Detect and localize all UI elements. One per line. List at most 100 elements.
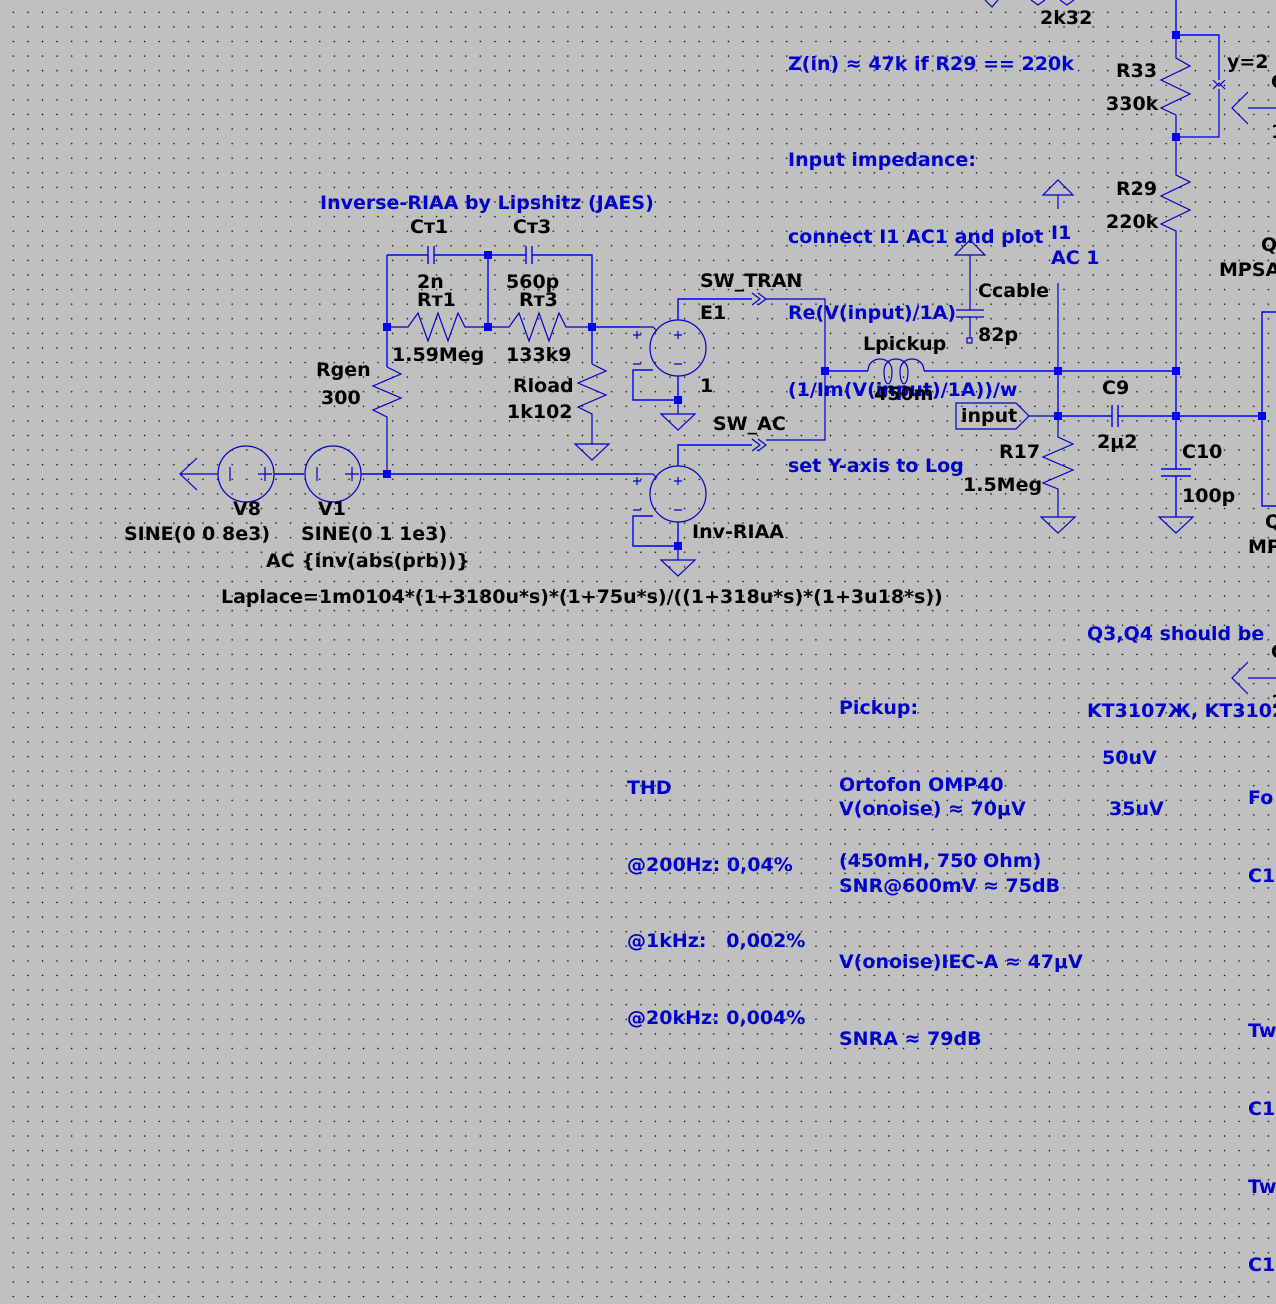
ccable-name[interactable]: Ccable bbox=[978, 280, 1050, 302]
feedback-chain bbox=[984, 0, 1276, 695]
rt3-name[interactable]: Rт3 bbox=[519, 289, 558, 311]
rload-name[interactable]: Rload bbox=[513, 375, 574, 397]
laplace-expression[interactable]: Laplace=1m0104*(1+3180u*s)*(1+75u*s)/((1… bbox=[221, 586, 943, 608]
edge-line: C1 bbox=[1248, 865, 1276, 887]
edge-line: C1 bbox=[1248, 1254, 1276, 1276]
sw-ac-label[interactable]: SW_AC bbox=[713, 413, 786, 435]
pickup-note: Pickup: Ortofon OMP40 (450mH, 750 Ohm) bbox=[839, 645, 1041, 900]
r33-name[interactable]: R33 bbox=[1116, 60, 1158, 82]
r17-name[interactable]: R17 bbox=[999, 441, 1041, 463]
riaa-network bbox=[371, 246, 640, 474]
c10-ground-icon bbox=[1157, 516, 1195, 534]
rload-value[interactable]: 1k102 bbox=[507, 401, 573, 423]
v1-name[interactable]: V1 bbox=[318, 498, 346, 520]
edge-frag: 1 bbox=[1271, 120, 1276, 145]
ct1-name[interactable]: Cт1 bbox=[410, 216, 449, 238]
impedance-line: Re(V(input)/1A) bbox=[788, 302, 957, 324]
edge-frag: 1 bbox=[1271, 690, 1276, 715]
rt1-name[interactable]: Rт1 bbox=[417, 289, 456, 311]
i1-name[interactable]: I1 bbox=[1051, 222, 1072, 244]
c9-value[interactable]: 2μ2 bbox=[1097, 431, 1138, 453]
impedance-line: connect I1 AC1 and plot bbox=[788, 225, 1044, 248]
schematic-wires bbox=[179, 0, 1276, 695]
c10-value[interactable]: 100p bbox=[1182, 485, 1236, 507]
impedance-line: set Y-axis to Log bbox=[788, 455, 964, 477]
sources bbox=[179, 445, 640, 503]
r17-value[interactable]: 1.5Meg bbox=[963, 474, 1043, 496]
rt3-value[interactable]: 133k9 bbox=[506, 344, 572, 366]
noise-line: V(onoise) ≈ 70μV bbox=[839, 798, 1026, 820]
c10-name[interactable]: C10 bbox=[1182, 441, 1223, 463]
ct1-value[interactable]: 2n bbox=[417, 271, 444, 293]
rt1-value[interactable]: 1.59Meg bbox=[392, 344, 485, 366]
e1-value[interactable]: 1 bbox=[700, 375, 714, 397]
q-top-model[interactable]: MPSA bbox=[1219, 259, 1276, 281]
input-net-label[interactable]: input bbox=[961, 405, 1018, 427]
lpickup-value[interactable]: 450m bbox=[874, 383, 934, 405]
thd-note: THD @200Hz: 0,04% @1kHz: 0,002% @20kHz: … bbox=[627, 725, 805, 1057]
ct3-plates bbox=[525, 246, 533, 264]
noise-note: V(onoise) ≈ 70μV SNR@600mV ≈ 75dB V(onoi… bbox=[839, 746, 1083, 1078]
impedance-note: Input impedance: connect I1 AC1 and plot… bbox=[788, 97, 1043, 505]
edge-note: Fo C1 Tw C1 Tw C1 bbox=[1248, 733, 1276, 1304]
thd-line: THD bbox=[627, 777, 672, 799]
controlled-sources bbox=[632, 292, 868, 577]
noise-alt-1: 50uV bbox=[1102, 747, 1157, 769]
edge-line: Tw bbox=[1248, 1176, 1276, 1198]
sw-tran-label[interactable]: SW_TRAN bbox=[700, 270, 803, 292]
rload-ground-icon bbox=[573, 443, 611, 461]
ground-left-icon bbox=[179, 457, 218, 491]
rt1-zigzag bbox=[387, 311, 488, 343]
thd-line: @1kHz: 0,002% bbox=[627, 930, 806, 952]
noise-line: SNRA ≈ 79dB bbox=[839, 1027, 982, 1050]
transistor-line: Q3,Q4 should be bbox=[1087, 623, 1265, 645]
r17-zigzag bbox=[1041, 416, 1075, 517]
i1-value[interactable]: AC 1 bbox=[1051, 247, 1100, 269]
inv-riaa-name[interactable]: Inv-RIAA bbox=[692, 521, 784, 543]
edge-line: Tw bbox=[1248, 1020, 1276, 1042]
c9-name[interactable]: C9 bbox=[1102, 377, 1130, 399]
ct3-name[interactable]: Cт3 bbox=[513, 216, 552, 238]
v1-value[interactable]: SINE(0 1 1e3) bbox=[301, 523, 447, 545]
ct1-plates bbox=[427, 246, 435, 264]
inv-ground-icon bbox=[659, 550, 697, 577]
r33-value[interactable]: 330k bbox=[1106, 93, 1159, 115]
v1-ac[interactable]: AC {inv(abs(prb))} bbox=[266, 550, 470, 572]
noise-alt-2: 35uV bbox=[1109, 798, 1164, 820]
rgen-value[interactable]: 300 bbox=[321, 387, 361, 409]
right-arrow-lower-icon bbox=[1231, 661, 1276, 695]
thd-line: @20kHz: 0,004% bbox=[627, 1006, 806, 1029]
v8-value[interactable]: SINE(0 0 8e3) bbox=[124, 523, 270, 545]
impedance-line: Input impedance: bbox=[788, 149, 976, 171]
q-top-name[interactable]: Q bbox=[1261, 234, 1276, 256]
r29-zigzag bbox=[1159, 137, 1192, 371]
i1-arrow-icon bbox=[1041, 179, 1075, 371]
lpickup-name[interactable]: Lpickup bbox=[863, 333, 947, 355]
pot-param[interactable]: y=2 bbox=[1227, 51, 1269, 73]
top-value[interactable]: 2k32 bbox=[1040, 7, 1093, 29]
q-bot-name[interactable]: Q bbox=[1265, 511, 1276, 533]
transistor-line: KT3107Ж, KT3102 bbox=[1087, 699, 1276, 722]
r29-name[interactable]: R29 bbox=[1116, 178, 1158, 200]
ccable-top-arrow-icon bbox=[953, 239, 987, 310]
v8-name[interactable]: V8 bbox=[233, 498, 261, 520]
q-bot-model[interactable]: MP bbox=[1248, 536, 1276, 558]
r33-zigzag bbox=[1159, 35, 1192, 137]
r29-value[interactable]: 220k bbox=[1106, 211, 1159, 233]
ct3-value[interactable]: 560p bbox=[506, 271, 560, 293]
ccable-value[interactable]: 82p bbox=[978, 324, 1019, 346]
rgen-name[interactable]: Rgen bbox=[316, 359, 371, 381]
input-section bbox=[867, 179, 1276, 534]
edge-line: Fo bbox=[1248, 787, 1274, 809]
edge-line: C1 bbox=[1248, 1098, 1276, 1120]
pickup-line: (450mH, 750 Ohm) bbox=[839, 850, 1042, 872]
e1-name[interactable]: E1 bbox=[700, 302, 727, 324]
lpickup-coil bbox=[867, 358, 925, 385]
pickup-line: Ortofon OMP40 bbox=[839, 773, 1004, 796]
noise-line: V(onoise)IEC-A ≈ 47μV bbox=[839, 951, 1083, 973]
edge-frag: C bbox=[1271, 640, 1276, 665]
impedance-line: (1/Im(V(input)/1A))/w bbox=[788, 378, 1018, 401]
edge-frag: C bbox=[1271, 70, 1276, 95]
rt3-zigzag bbox=[488, 311, 592, 343]
e1-ground-icon bbox=[659, 404, 697, 431]
